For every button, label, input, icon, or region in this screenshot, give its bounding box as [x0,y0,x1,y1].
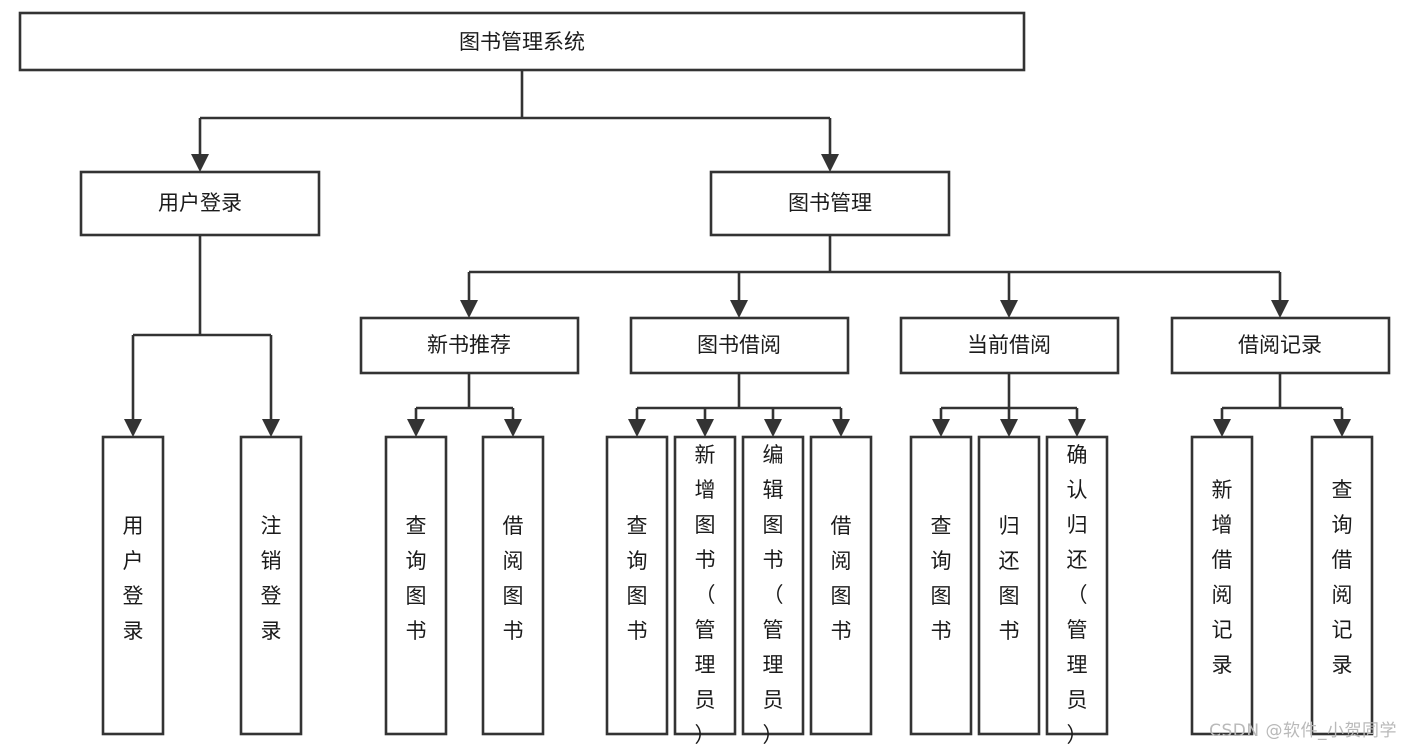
arrow-book-borrow-leaf-3 [764,419,782,437]
node-book-borrow-label: 图书借阅 [697,333,781,357]
node-new-book-recommend[interactable]: 新书推荐 [359,316,580,375]
node-new-book-recommend-label: 新书推荐 [427,333,511,357]
leaf-borrow-record-1[interactable]: 新增借阅记录 [1190,435,1254,736]
node-book-management[interactable]: 图书管理 [709,170,951,237]
leaf-user-login-2-box[interactable] [239,435,303,736]
leaf-new-book-2[interactable]: 借阅图书 [481,435,545,736]
arrow-book-borrow-leaf-2 [696,419,714,437]
node-current-borrow-box[interactable] [899,316,1120,375]
node-borrow-record[interactable]: 借阅记录 [1170,316,1391,375]
node-borrow-record-label: 借阅记录 [1238,333,1322,357]
arrow-to-book-borrow [730,300,748,318]
leaf-current-borrow-2-label: 归还图书 [999,514,1020,643]
leaf-current-borrow-3[interactable]: 确认归还（管理员） [1045,435,1109,747]
node-new-book-recommend-box[interactable] [359,316,580,375]
arrow-new-book-leaf-2 [504,419,522,437]
leaf-current-borrow-3-box[interactable] [1045,435,1109,736]
node-root[interactable]: 图书管理系统 [18,11,1026,72]
leaf-new-book-1-label: 查询图书 [406,514,427,643]
leaf-user-login-1-label: 用户登录 [123,514,144,643]
leaf-user-login-1[interactable]: 用户登录 [101,435,165,736]
leaf-book-borrow-3[interactable]: 编辑图书（管理员） [741,435,805,747]
leaf-new-book-1[interactable]: 查询图书 [384,435,448,736]
arrow-current-borrow-leaf-1 [932,419,950,437]
arrow-book-borrow-leaf-1 [628,419,646,437]
leaf-current-borrow-1-box[interactable] [909,435,973,736]
leaf-user-login-2[interactable]: 注销登录 [239,435,303,736]
leaf-borrow-record-2[interactable]: 查询借阅记录 [1310,435,1374,736]
leaf-user-login-2-label: 注销登录 [261,514,282,643]
leaf-borrow-record-1-box[interactable] [1190,435,1254,736]
node-root-box[interactable] [18,11,1026,72]
arrow-user-login-leaf-1 [124,419,142,437]
node-book-management-label: 图书管理 [788,191,872,215]
leaf-book-borrow-1[interactable]: 查询图书 [605,435,669,736]
node-user-login-box[interactable] [79,170,321,237]
connector-layer [124,70,1351,437]
arrow-to-user-login [191,154,209,172]
arrow-to-book-mgmt [821,154,839,172]
node-current-borrow-label: 当前借阅 [967,333,1051,357]
node-user-login-label: 用户登录 [158,191,242,215]
node-current-borrow[interactable]: 当前借阅 [899,316,1120,375]
leaf-book-borrow-2-label: 新增图书（管理员） [695,443,716,747]
node-book-borrow[interactable]: 图书借阅 [629,316,850,375]
leaf-book-borrow-4[interactable]: 借阅图书 [809,435,873,736]
leaf-user-login-1-box[interactable] [101,435,165,736]
leaf-book-borrow-1-box[interactable] [605,435,669,736]
leaf-current-borrow-2-box[interactable] [977,435,1041,736]
arrow-to-borrow-record [1271,300,1289,318]
leaf-book-borrow-3-box[interactable] [741,435,805,736]
arrow-user-login-leaf-2 [262,419,280,437]
arrow-book-borrow-leaf-4 [832,419,850,437]
leaf-borrow-record-2-label: 查询借阅记录 [1332,478,1353,677]
leaf-book-borrow-2[interactable]: 新增图书（管理员） [673,435,737,747]
node-user-login[interactable]: 用户登录 [79,170,321,237]
arrow-borrow-record-leaf-1 [1213,419,1231,437]
leaf-current-borrow-2[interactable]: 归还图书 [977,435,1041,736]
leaf-book-borrow-3-label: 编辑图书（管理员） [763,443,784,747]
leaf-book-borrow-2-box[interactable] [673,435,737,736]
arrow-current-borrow-leaf-2 [1000,419,1018,437]
leaf-current-borrow-3-label: 确认归还（管理员） [1067,443,1088,747]
arrow-to-current-borrow [1000,300,1018,318]
leaf-new-book-2-box[interactable] [481,435,545,736]
leaf-book-borrow-1-label: 查询图书 [627,514,648,643]
leaf-borrow-record-1-label: 新增借阅记录 [1212,478,1233,677]
leaf-book-borrow-4-label: 借阅图书 [831,514,852,643]
leaf-new-book-1-box[interactable] [384,435,448,736]
arrow-to-new-book [460,300,478,318]
leaf-new-book-2-label: 借阅图书 [503,514,524,643]
leaf-current-borrow-1-label: 查询图书 [931,514,952,643]
arrow-new-book-leaf-1 [407,419,425,437]
node-root-label: 图书管理系统 [459,30,585,54]
arrow-borrow-record-leaf-2 [1333,419,1351,437]
leaf-current-borrow-1[interactable]: 查询图书 [909,435,973,736]
node-book-management-box[interactable] [709,170,951,237]
node-book-borrow-box[interactable] [629,316,850,375]
node-borrow-record-box[interactable] [1170,316,1391,375]
arrow-current-borrow-leaf-3 [1068,419,1086,437]
leaf-book-borrow-4-box[interactable] [809,435,873,736]
leaf-borrow-record-2-box[interactable] [1310,435,1374,736]
